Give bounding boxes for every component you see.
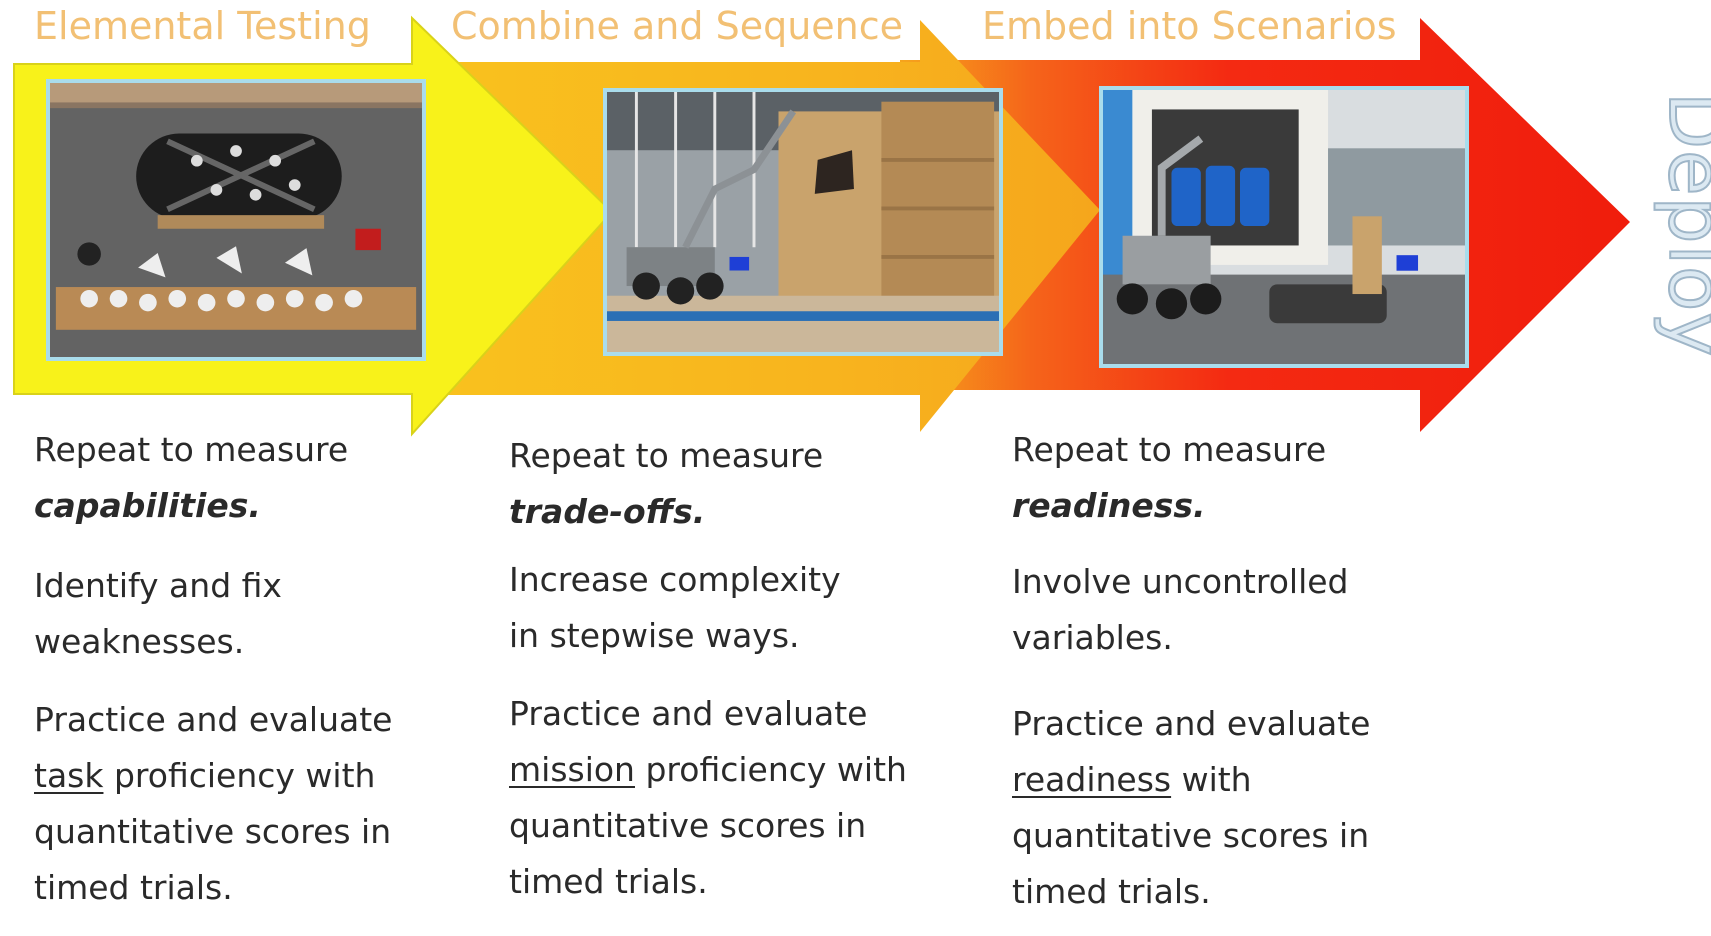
stage-title-elemental-testing: Elemental Testing [34,4,371,48]
point3-line3: quantitative scores in [509,806,867,845]
robots-at-truck-scenario-photo [1099,86,1469,368]
stage-title-embed-into-scenarios: Embed into Scenarios [982,4,1397,48]
point3-rest: proficiency with [634,750,907,789]
point3-line4: timed trials. [509,862,708,901]
point2-line1: Involve uncontrolled [1012,562,1349,601]
point2-line1: Increase complexity [509,560,841,599]
point3-line1: Practice and evaluate [34,700,393,739]
point3-line2: mission proficiency with [509,742,979,798]
point2-line2: in stepwise ways. [509,616,800,655]
robot-in-mockup-building-photo [603,88,1003,356]
point3-line2: task proficiency with [34,748,504,804]
point3-line3: quantitative scores in [34,812,392,851]
repeat-line: Repeat to measure [34,430,349,469]
repeat-emphasis: trade-offs. [509,492,706,531]
point3-rest: with [1171,760,1252,799]
point3-line4: timed trials. [1012,872,1211,911]
deploy-label: Deploy [1651,91,1711,358]
stage-description-elemental-testing: Repeat to measure capabilities. Identify… [34,422,504,916]
underlined-term: readiness [1012,760,1172,799]
repeat-emphasis: readiness. [1012,486,1206,525]
stage-description-combine-and-sequence: Repeat to measure trade-offs. Increase c… [509,428,979,910]
point3-line2: readiness with [1012,752,1482,808]
repeat-line: Repeat to measure [1012,430,1327,469]
underlined-term: mission [509,750,635,789]
point2-line1: Identify and fix [34,566,282,605]
test-apparatus-photo [46,79,426,361]
point3-line3: quantitative scores in [1012,816,1370,855]
point3-line1: Practice and evaluate [509,694,868,733]
point3-rest: proficiency with [103,756,376,795]
point3-line4: timed trials. [34,868,233,907]
underlined-term: task [34,756,104,795]
point3-line1: Practice and evaluate [1012,704,1371,743]
repeat-emphasis: capabilities. [34,486,261,525]
stage-title-combine-and-sequence: Combine and Sequence [451,4,904,48]
point2-line2: weaknesses. [34,622,245,661]
point2-line2: variables. [1012,618,1173,657]
repeat-line: Repeat to measure [509,436,824,475]
stage-description-embed-into-scenarios: Repeat to measure readiness. Involve unc… [1012,422,1482,920]
